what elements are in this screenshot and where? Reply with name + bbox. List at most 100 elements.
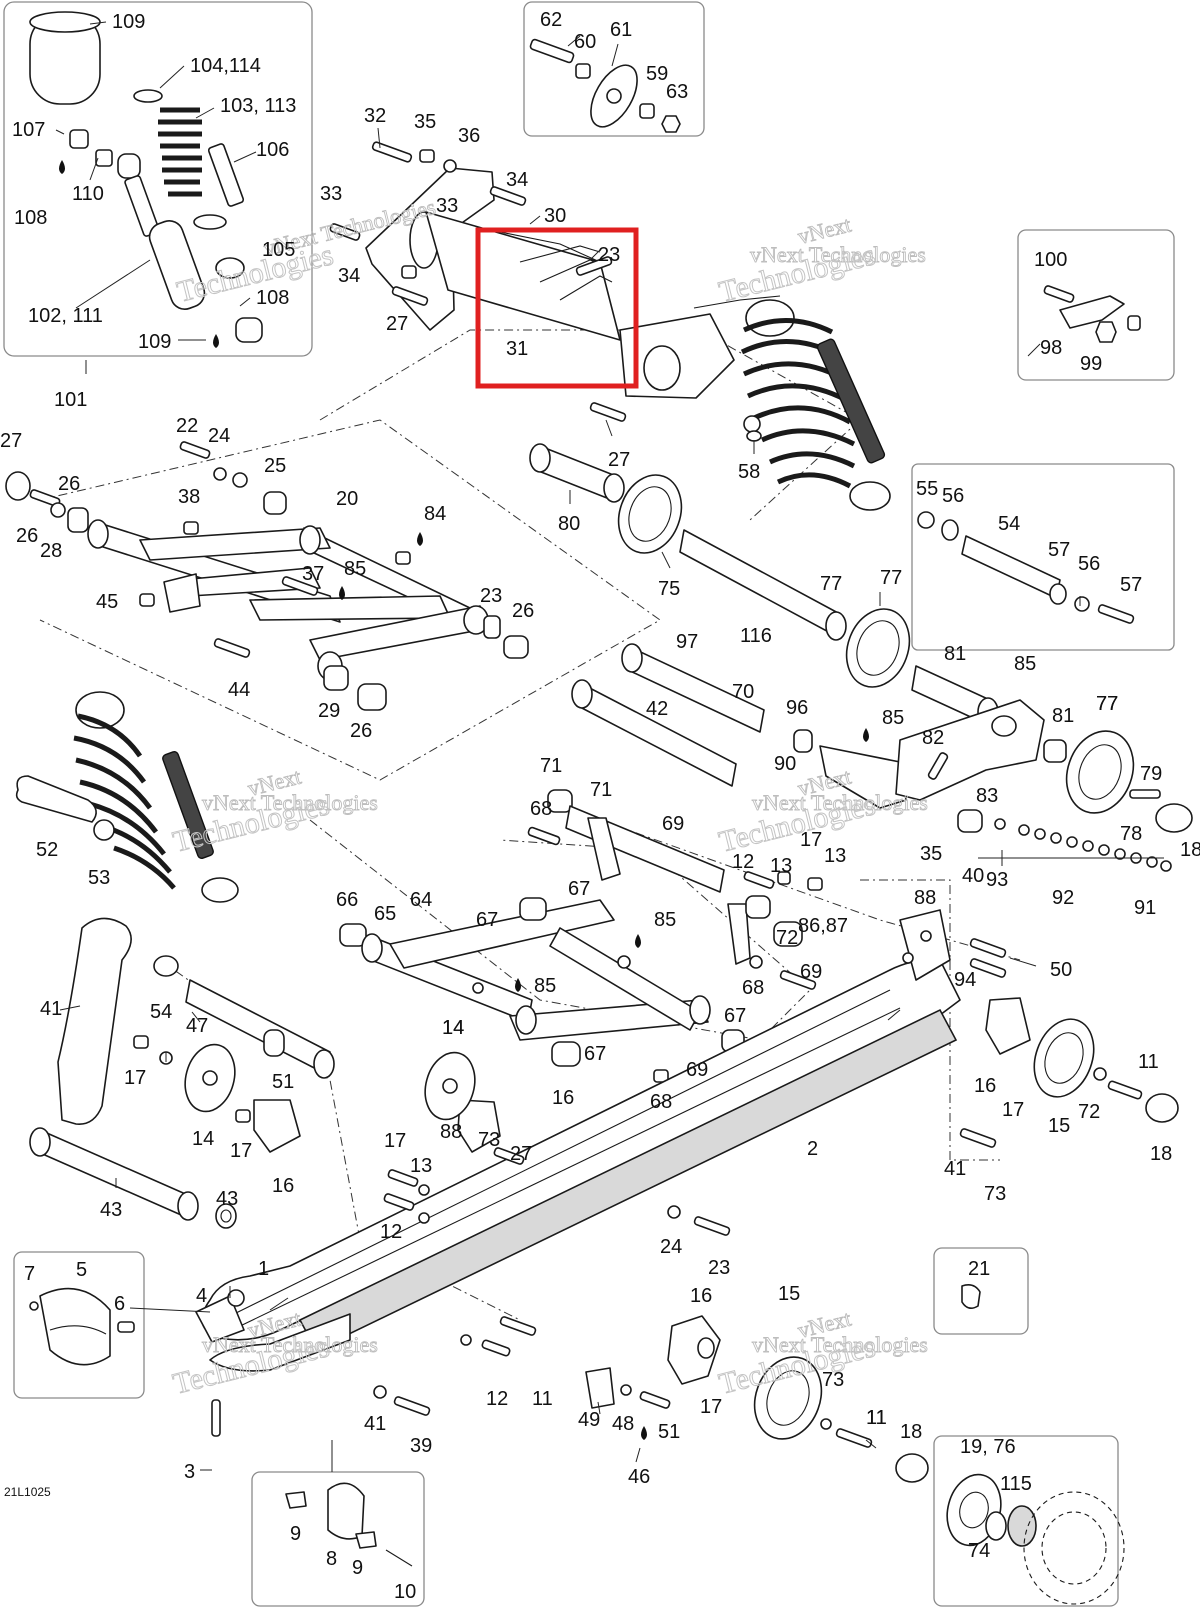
callout-label: 32 bbox=[364, 105, 386, 127]
callout-label: 54 bbox=[998, 513, 1020, 535]
callout-label: 43 bbox=[100, 1199, 122, 1221]
callout-label: 107 bbox=[12, 119, 45, 141]
callout-label: 26 bbox=[58, 473, 80, 495]
callout-label: 65 bbox=[374, 903, 396, 925]
inset-fitting-box bbox=[933, 1247, 1029, 1335]
callout-label: 68 bbox=[650, 1091, 672, 1113]
callout-label: 27 bbox=[608, 449, 630, 471]
callout-label: 69 bbox=[800, 961, 822, 983]
callout-label: 29 bbox=[318, 700, 340, 722]
callout-label: 86,87 bbox=[798, 915, 848, 937]
callout-label: 9 bbox=[290, 1523, 301, 1545]
callout-label: 17 bbox=[230, 1140, 252, 1162]
callout-label: 12 bbox=[486, 1388, 508, 1410]
callout-label: 66 bbox=[336, 889, 358, 911]
callout-label: 103, 113 bbox=[220, 95, 296, 117]
callout-label: 97 bbox=[676, 631, 698, 653]
callout-label: 99 bbox=[1080, 353, 1102, 375]
callout-label: 108 bbox=[14, 207, 47, 229]
callout-label: 17 bbox=[1002, 1099, 1024, 1121]
callout-label: 17 bbox=[800, 829, 822, 851]
small-insets bbox=[29, 1284, 1125, 1605]
callout-label: 35 bbox=[920, 843, 942, 865]
callout-label: 19, 76 bbox=[960, 1436, 1016, 1458]
callout-label: 83 bbox=[976, 785, 998, 807]
callout-label: 42 bbox=[646, 698, 668, 720]
rocker-arm-assembly bbox=[29, 917, 501, 1229]
callout-label: 61 bbox=[610, 19, 632, 41]
callout-label: 88 bbox=[440, 1121, 462, 1143]
callout-label: 11 bbox=[532, 1388, 553, 1410]
callout-label: 85 bbox=[882, 707, 904, 729]
callout-label: 44 bbox=[228, 679, 250, 701]
assembly-dash-front-arm bbox=[39, 419, 661, 781]
callout-label: 36 bbox=[458, 125, 480, 147]
callout-label: 17 bbox=[384, 1130, 406, 1152]
callout-label: 47 bbox=[186, 1015, 208, 1037]
callout-label: 14 bbox=[192, 1128, 214, 1150]
callout-label: 72 bbox=[1078, 1101, 1100, 1123]
callout-label: 104,114 bbox=[190, 55, 261, 77]
callout-label: 9 bbox=[352, 1557, 363, 1579]
callout-label: 81 bbox=[944, 643, 966, 665]
callout-label: 26 bbox=[16, 525, 38, 547]
callout-label: 27 bbox=[0, 430, 22, 452]
highlight-box-part-32 bbox=[475, 227, 639, 389]
rear-arm-assembly bbox=[339, 789, 823, 1099]
callout-label: 80 bbox=[558, 513, 580, 535]
callout-label: 77 bbox=[820, 573, 842, 595]
callout-label: 34 bbox=[338, 265, 360, 287]
callout-label: 12 bbox=[380, 1221, 402, 1243]
callout-label: 16 bbox=[690, 1285, 712, 1307]
idler-wheels-axles bbox=[529, 285, 1193, 872]
callout-label: 11 bbox=[866, 1407, 887, 1429]
callout-label: 106 bbox=[256, 139, 289, 161]
callout-label: 58 bbox=[738, 461, 760, 483]
callout-label: 45 bbox=[96, 591, 118, 613]
callout-label: 82 bbox=[922, 727, 944, 749]
callout-label: 68 bbox=[742, 977, 764, 999]
callout-label: 67 bbox=[568, 878, 590, 900]
callout-label: 21 bbox=[968, 1258, 990, 1280]
callout-label: 69 bbox=[662, 813, 684, 835]
callout-label: 7 bbox=[24, 1263, 35, 1285]
callout-label: 34 bbox=[506, 169, 528, 191]
callout-label: 67 bbox=[584, 1043, 606, 1065]
callout-label: 18 bbox=[1180, 839, 1200, 861]
callout-label: 23 bbox=[708, 1257, 730, 1279]
callout-label: 54 bbox=[150, 1001, 172, 1023]
callout-label: 75 bbox=[658, 578, 680, 600]
callout-label: 16 bbox=[272, 1175, 294, 1197]
callout-label: 115 bbox=[1000, 1473, 1032, 1495]
top-idler-inset-parts bbox=[529, 38, 681, 133]
callout-label: 77 bbox=[1096, 693, 1118, 715]
upper-cross-shaft-assembly bbox=[329, 141, 781, 422]
callout-label: 50 bbox=[1050, 959, 1072, 981]
callout-label: 72 bbox=[776, 927, 798, 949]
callout-label: 62 bbox=[540, 9, 562, 31]
callout-label: 68 bbox=[530, 798, 552, 820]
callout-label: 69 bbox=[686, 1059, 708, 1081]
callout-label: 77 bbox=[1096, 693, 1118, 715]
callout-label: 84 bbox=[424, 503, 446, 525]
callout-label: 116 bbox=[740, 625, 772, 647]
callout-label: 41 bbox=[40, 998, 62, 1020]
callout-label: 13 bbox=[770, 855, 792, 877]
callout-label: 53 bbox=[88, 867, 110, 889]
callout-label: 26 bbox=[350, 720, 372, 742]
callout-label: 78 bbox=[1120, 823, 1142, 845]
callout-label: 48 bbox=[612, 1413, 634, 1435]
callout-label: 33 bbox=[436, 195, 458, 217]
callout-label: 67 bbox=[724, 1005, 746, 1027]
callout-label: 15 bbox=[778, 1283, 800, 1305]
callout-label: 109 bbox=[138, 331, 171, 353]
callout-label: 73 bbox=[478, 1129, 500, 1151]
callout-label: 14 bbox=[442, 1017, 464, 1039]
watermark-10: vNext Technologies bbox=[752, 790, 928, 815]
callout-label: 13 bbox=[824, 845, 846, 867]
shock-inset-parts bbox=[29, 11, 263, 374]
callout-label: 25 bbox=[264, 455, 286, 477]
callout-label: 71 bbox=[540, 755, 562, 777]
callout-label: 37 bbox=[302, 563, 324, 585]
